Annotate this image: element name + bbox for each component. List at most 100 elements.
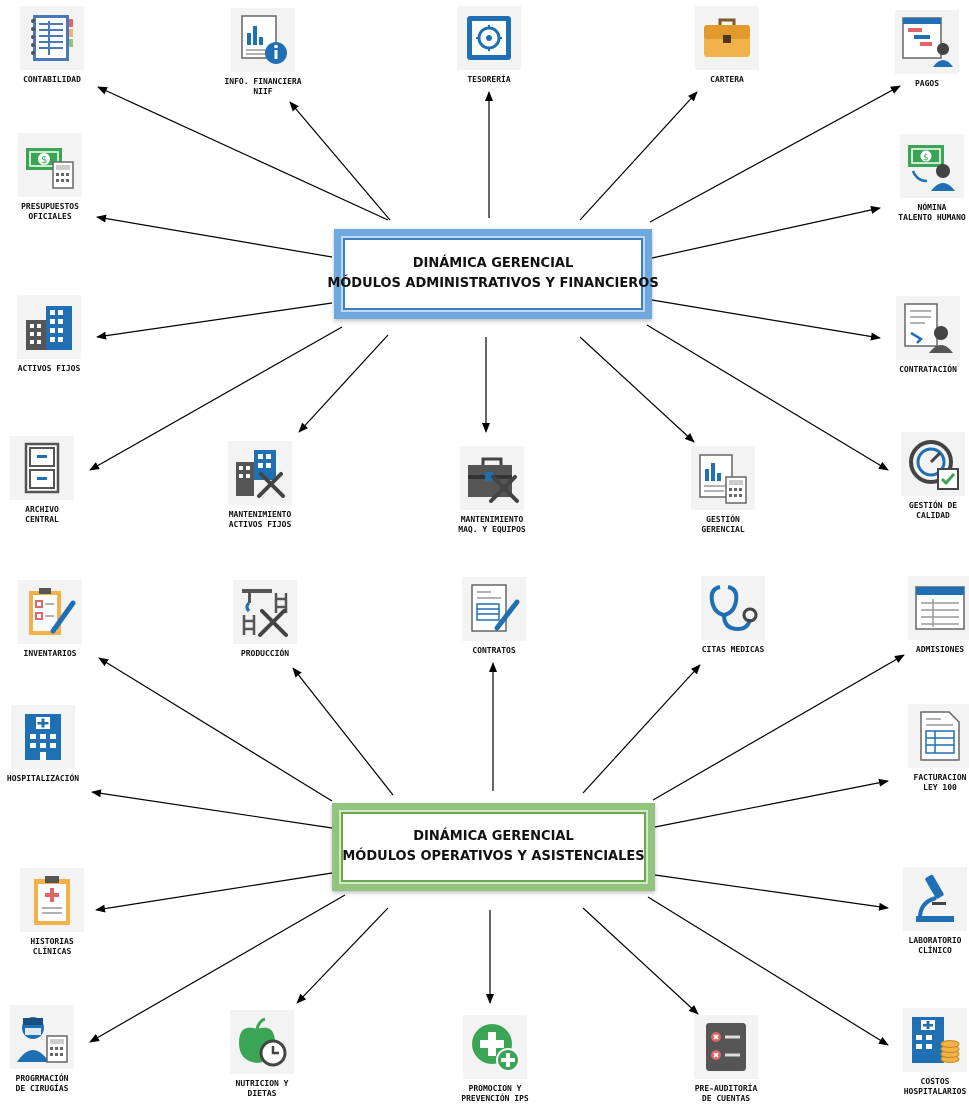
module-label: LABORATORIO CLÍNICO — [908, 936, 962, 955]
module-label: NUTRICION Y DIETAS — [235, 1079, 289, 1098]
module-label: INVENTARIOS — [23, 649, 77, 658]
module-gestion-calidad[interactable]: GESTIÓN DE CALIDAD — [878, 432, 969, 521]
hub-admin-financial: DINÁMICA GERENCIAL MÓDULOS ADMINISTRATIV… — [327, 229, 659, 319]
module-facturacion[interactable]: FACTURACION LEY 100 — [885, 704, 969, 793]
arrow-laboratorio — [654, 874, 889, 911]
module-label: GESTIÓN DE CALIDAD — [908, 501, 958, 520]
arrow-preauditoria — [582, 907, 699, 1015]
module-pagos[interactable]: PAGOS — [872, 10, 969, 89]
module-gestion-gerencial[interactable]: GESTIÓN GERENCIAL — [668, 446, 778, 535]
arrow-admisiones — [652, 654, 905, 801]
building-tools-icon — [228, 441, 292, 505]
crane-tools-icon — [233, 580, 297, 644]
module-admisiones[interactable]: ADMISIONES — [885, 576, 969, 655]
hospital-coins-icon — [903, 1008, 967, 1072]
safe-vault-icon — [457, 6, 521, 70]
management-report-icon — [691, 446, 755, 510]
invoice-icon — [908, 704, 969, 768]
arrow-cirugias — [89, 894, 346, 1043]
arrow-costos — [647, 896, 889, 1046]
svg-text:$: $ — [41, 155, 47, 166]
file-cabinet-icon — [10, 436, 74, 500]
arrow-facturacion — [654, 778, 889, 828]
module-label: ARCHIVO CENTRAL — [25, 505, 59, 524]
ledger-book-icon — [20, 6, 84, 70]
module-label: FACTURACION LEY 100 — [913, 773, 967, 792]
module-label: HISTORIAS CLÍNICAS — [30, 937, 74, 956]
module-promocion[interactable]: PROMOCION Y PREVENCIÓN IPS — [440, 1015, 550, 1104]
module-label: CARTERA — [710, 75, 744, 84]
arrow-info-financiera — [289, 101, 391, 221]
module-contratos[interactable]: CONTRATOS — [439, 577, 549, 656]
arrow-produccion — [292, 667, 394, 796]
module-label: PRESUPUESTOS OFICIALES — [21, 202, 79, 221]
module-nutricion[interactable]: NUTRICION Y DIETAS — [207, 1010, 317, 1099]
module-label: INFO. FINANCIERA NIIF — [224, 77, 302, 96]
checklist-clipboard-icon — [18, 580, 82, 644]
module-cirugias[interactable]: PROGRMACIÓN DE CIRUGÍAS — [0, 1005, 97, 1094]
module-contratacion[interactable]: CONTRATACIÓN — [873, 296, 969, 375]
health-cross-plus-icon — [463, 1015, 527, 1079]
module-laboratorio[interactable]: LABORATORIO CLÍNICO — [880, 867, 969, 956]
module-produccion[interactable]: PRODUCCIÓN — [210, 580, 320, 659]
module-tesoreria[interactable]: TESORERÍA — [434, 6, 544, 85]
toolbox-icon — [460, 446, 524, 510]
module-mant-maq[interactable]: MANTENIMIENTO MAQ. Y EQUIPOS — [437, 446, 547, 535]
module-label: PROMOCION Y PREVENCIÓN IPS — [461, 1084, 529, 1103]
module-label: CITAS MEDICAS — [701, 645, 765, 654]
arrow-inventarios — [98, 657, 333, 802]
hub-admin-line2: MÓDULOS ADMINISTRATIVOS Y FINANCIEROS — [327, 276, 659, 291]
module-hospitalizacion[interactable]: HOSPITALIZACIÓN — [0, 705, 98, 784]
arrow-gestion-calidad — [646, 324, 889, 471]
module-preauditoria[interactable]: PRE-AUDITORÍA DE CUENTAS — [671, 1015, 781, 1104]
admission-window-icon — [908, 576, 969, 640]
module-label: COSTOS HOSPITALARIOS — [903, 1077, 967, 1096]
module-presupuestos[interactable]: $ PRESUPUESTOS OFICIALES — [0, 133, 105, 222]
payment-schedule-icon — [895, 10, 959, 74]
module-inventarios[interactable]: INVENTARIOS — [0, 580, 105, 659]
arrow-citas — [582, 664, 701, 794]
hub-operational-care: DINÁMICA GERENCIAL MÓDULOS OPERATIVOS Y … — [332, 803, 655, 891]
money-calculator-icon: $ — [18, 133, 82, 197]
arrow-pagos — [649, 85, 901, 223]
arrow-archivo — [89, 326, 343, 471]
module-label: MANTENIMIENTO MAQ. Y EQUIPOS — [458, 515, 526, 534]
module-historias[interactable]: HISTORIAS CLÍNICAS — [0, 868, 107, 957]
module-label: CONTRATACIÓN — [899, 365, 957, 374]
module-label: GESTIÓN GERENCIAL — [701, 515, 745, 534]
buildings-icon — [17, 295, 81, 359]
module-label: NÓMINA TALENTO HUMANO — [898, 203, 966, 222]
arrow-gestion-gerencial — [579, 336, 695, 443]
hub-oper-line1: DINÁMICA GERENCIAL — [413, 829, 574, 844]
module-label: ACTIVOS FIJOS — [17, 364, 81, 373]
contract-pen-icon — [462, 577, 526, 641]
arrow-activos-fijos — [96, 302, 333, 340]
module-label: MANTENIMIENTO ACTIVOS FIJOS — [228, 510, 292, 529]
module-citas[interactable]: CITAS MEDICAS — [678, 576, 788, 655]
module-nomina[interactable]: $ NÓMINA TALENTO HUMANO — [877, 134, 969, 223]
module-mant-activos[interactable]: MANTENIMIENTO ACTIVOS FIJOS — [205, 441, 315, 530]
contract-person-icon — [896, 296, 960, 360]
arrow-cartera — [579, 91, 698, 221]
module-label: PROGRMACIÓN DE CIRUGÍAS — [15, 1074, 69, 1093]
module-contabilidad[interactable]: CONTABILIDAD — [0, 6, 107, 85]
stethoscope-icon — [701, 576, 765, 640]
module-archivo[interactable]: ARCHIVO CENTRAL — [0, 436, 97, 525]
module-info-financiera[interactable]: INFO. FINANCIERA NIIF — [208, 8, 318, 97]
briefcase-icon — [695, 6, 759, 70]
arrow-historias — [95, 872, 333, 913]
module-label: PRODUCCIÓN — [240, 649, 290, 658]
module-costos[interactable]: COSTOS HOSPITALARIOS — [880, 1008, 969, 1097]
module-cartera[interactable]: CARTERA — [672, 6, 782, 85]
module-activos-fijos[interactable]: ACTIVOS FIJOS — [0, 295, 104, 374]
module-label: CONTRATOS — [472, 646, 516, 655]
arrow-contabilidad — [97, 86, 389, 221]
medical-clipboard-icon — [20, 868, 84, 932]
apple-clock-icon — [230, 1010, 294, 1074]
arrow-hospitalizacion — [91, 789, 333, 829]
module-label: TESORERÍA — [467, 75, 511, 84]
hub-admin-line1: DINÁMICA GERENCIAL — [412, 256, 574, 271]
surgeon-icon — [10, 1005, 74, 1069]
quality-gauge-icon — [901, 432, 965, 496]
